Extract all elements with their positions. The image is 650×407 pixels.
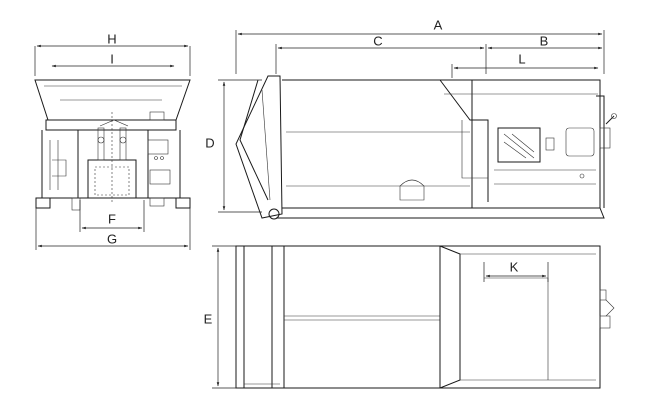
top-view [212, 245, 615, 389]
dimension-labels: H I F G A C B L D E K [107, 17, 548, 326]
front-view [34, 44, 191, 250]
dim-label-l: L [518, 51, 525, 66]
dim-label-k: K [510, 259, 519, 274]
dim-label-g: G [107, 231, 117, 246]
dim-label-a: A [434, 17, 443, 32]
dim-label-e: E [204, 311, 213, 326]
dim-label-h: H [107, 31, 116, 46]
dim-label-c: C [373, 33, 382, 48]
dim-label-b: B [540, 33, 549, 48]
dim-label-f: F [108, 211, 116, 226]
dim-label-d: D [205, 135, 214, 150]
side-view [218, 30, 617, 220]
dim-label-i: I [110, 51, 114, 66]
